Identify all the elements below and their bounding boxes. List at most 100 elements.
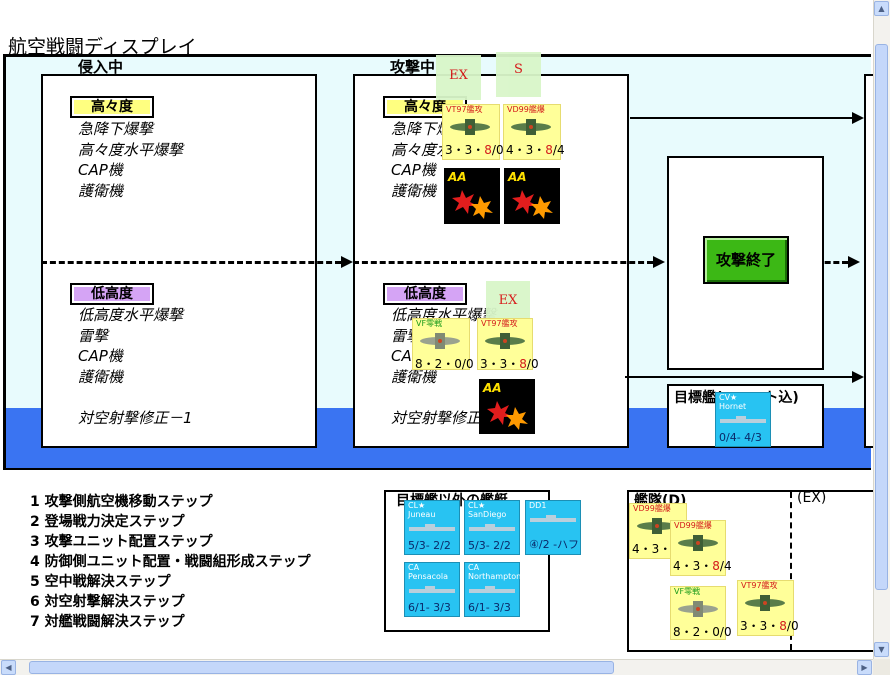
aircraft-stat: 8 bbox=[519, 357, 527, 371]
mission-item: 護衛機 bbox=[78, 181, 124, 200]
arrow-right-icon bbox=[852, 112, 864, 124]
high-mission-list: 急降下爆撃 高々度水平爆撃 CAP機 護衛機 bbox=[78, 119, 183, 201]
aircraft-icon bbox=[450, 119, 490, 135]
flow-line bbox=[630, 117, 854, 119]
aircraft-name: VD99艦爆 bbox=[674, 521, 712, 530]
aircraft-icon bbox=[637, 518, 677, 534]
low-mission-list: 低高度水平爆撃 雷撃 CAP機 護衛機 bbox=[78, 305, 183, 387]
intrusion-header: 侵入中 bbox=[78, 58, 124, 76]
ship-type: CA bbox=[408, 563, 420, 572]
aircraft-stat: /0 bbox=[491, 143, 504, 157]
ship-stats: 6/1- 3/3 bbox=[468, 601, 511, 614]
s-tag[interactable]: S bbox=[496, 52, 541, 97]
ship-name: Pensacola bbox=[408, 572, 449, 581]
aircraft-name: VT97艦攻 bbox=[741, 581, 778, 590]
ship-name: Hornet bbox=[719, 402, 747, 411]
ship-type: CL★ bbox=[468, 501, 486, 510]
aircraft-stat: 3・3・ bbox=[445, 143, 485, 157]
aircraft-name: VD99艦爆 bbox=[633, 504, 671, 513]
attacking-header: 攻撃中 bbox=[390, 58, 436, 76]
aa-label: AA bbox=[483, 381, 502, 395]
scroll-right-icon[interactable]: ▶ bbox=[857, 660, 872, 675]
aircraft-stat: 8 bbox=[779, 619, 787, 633]
page-title: 航空戦闘ディスプレイ bbox=[8, 36, 197, 58]
explosion-icon bbox=[452, 190, 493, 219]
aircraft-counter[interactable]: VF零戦 8・2・0/0 bbox=[670, 586, 732, 640]
step-item: 5 空中戦解決ステップ bbox=[30, 574, 171, 590]
aircraft-stat: /0 bbox=[786, 619, 799, 633]
ship-counter[interactable]: CV★ Hornet 0/4- 4/3 bbox=[715, 392, 771, 447]
ship-icon bbox=[530, 515, 576, 522]
ex-tag[interactable]: EX bbox=[486, 281, 530, 323]
step-item: 6 対空射撃解決ステップ bbox=[30, 594, 185, 610]
aircraft-counter[interactable]: VD99艦爆 4・3・8/4 bbox=[670, 520, 732, 576]
aa-label: AA bbox=[448, 170, 467, 184]
aircraft-stat: 8 bbox=[712, 559, 720, 573]
mission-item: 急降下爆撃 bbox=[78, 120, 154, 138]
mission-item: 護衛機 bbox=[391, 367, 437, 386]
ship-name: Northampton bbox=[468, 572, 522, 581]
high-altitude-label: 高々度 bbox=[70, 96, 154, 118]
aircraft-icon bbox=[745, 595, 785, 611]
ship-counter[interactable]: CL★ Juneau 5/3- 2/2 bbox=[404, 500, 460, 555]
arrow-right-icon bbox=[848, 256, 860, 268]
aa-modifier: 対空射撃修正－1 bbox=[78, 409, 193, 427]
aircraft-icon bbox=[678, 601, 718, 617]
aircraft-stat: 8 bbox=[484, 143, 492, 157]
ship-counter[interactable]: CA Pensacola 6/1- 3/3 bbox=[404, 562, 460, 617]
aa-marker[interactable]: AA bbox=[444, 168, 500, 224]
flow-line bbox=[625, 376, 854, 378]
attack-end-button[interactable]: 攻撃終了 bbox=[703, 236, 789, 284]
scroll-corner bbox=[873, 659, 890, 675]
arrow-right-icon bbox=[653, 256, 665, 268]
mission-item: 護衛機 bbox=[391, 181, 437, 200]
ship-icon bbox=[409, 586, 455, 593]
altitude-divider bbox=[353, 261, 653, 264]
aa-marker[interactable]: AA bbox=[479, 379, 535, 434]
aa-modifier: 対空射撃修正－1 bbox=[391, 409, 506, 427]
ship-icon bbox=[469, 586, 515, 593]
aircraft-icon bbox=[420, 333, 460, 349]
aircraft-icon bbox=[485, 333, 525, 349]
aircraft-name: VF零戦 bbox=[674, 587, 701, 596]
ship-type: DD1 bbox=[529, 501, 547, 510]
ship-name: SanDiego bbox=[468, 510, 507, 519]
aircraft-stat: 3・3・ bbox=[480, 357, 520, 371]
aircraft-counter[interactable]: VT97艦攻 3・3・8/0 bbox=[442, 104, 504, 160]
ship-counter[interactable]: DD1 ④/2 -ハフ bbox=[525, 500, 581, 555]
aa-label: AA bbox=[508, 170, 527, 184]
ship-counter[interactable]: CA Northampton 6/1- 3/3 bbox=[464, 562, 522, 617]
aircraft-name: VT97艦攻 bbox=[481, 319, 518, 328]
scroll-down-icon[interactable]: ▼ bbox=[874, 642, 889, 657]
step-item: 3 攻撃ユニット配置ステップ bbox=[30, 534, 213, 550]
ship-stats: 0/4- 4/3 bbox=[719, 431, 762, 444]
ex-tag[interactable]: EX bbox=[436, 55, 481, 100]
scroll-up-icon[interactable]: ▲ bbox=[874, 1, 889, 16]
ship-icon bbox=[469, 524, 515, 531]
mission-item: CAP機 bbox=[391, 161, 436, 179]
ship-name: Juneau bbox=[408, 510, 436, 519]
aircraft-name: VF零戦 bbox=[416, 319, 443, 328]
aircraft-counter[interactable]: VT97艦攻 3・3・8/0 bbox=[737, 580, 799, 636]
step-list: 1 攻撃側航空機移動ステップ 2 登場戦力決定ステップ 3 攻撃ユニット配置ステ… bbox=[30, 492, 311, 632]
ship-counter[interactable]: CL★ SanDiego 5/3- 2/2 bbox=[464, 500, 520, 555]
ship-stats: 5/3- 2/2 bbox=[468, 539, 511, 552]
formation-ex-label: (EX) bbox=[797, 490, 827, 506]
ship-icon bbox=[720, 416, 766, 423]
aircraft-stat: 4・3・ bbox=[506, 143, 546, 157]
aircraft-stat: /4 bbox=[552, 143, 565, 157]
mission-item: 護衛機 bbox=[78, 367, 124, 386]
aircraft-counter[interactable]: VD99艦爆 4・3・8/4 bbox=[503, 104, 565, 160]
ship-type: CL★ bbox=[408, 501, 426, 510]
mission-item: CAP機 bbox=[78, 347, 123, 365]
vertical-scroll-thumb[interactable] bbox=[875, 44, 888, 590]
aircraft-counter[interactable]: VT97艦攻 3・3・8/0 bbox=[477, 318, 539, 371]
horizontal-scroll-thumb[interactable] bbox=[29, 661, 614, 674]
step-item: 1 攻撃側航空機移動ステップ bbox=[30, 494, 213, 510]
ship-stats: ④/2 -ハフ bbox=[529, 538, 580, 551]
aa-marker[interactable]: AA bbox=[504, 168, 560, 224]
scroll-left-icon[interactable]: ◀ bbox=[1, 660, 16, 675]
aircraft-counter[interactable]: VF零戦 8・2・0/0 bbox=[412, 318, 474, 371]
aircraft-icon bbox=[678, 535, 718, 551]
step-item: 4 防御側ユニット配置・戦闘組形成ステップ bbox=[30, 554, 311, 570]
